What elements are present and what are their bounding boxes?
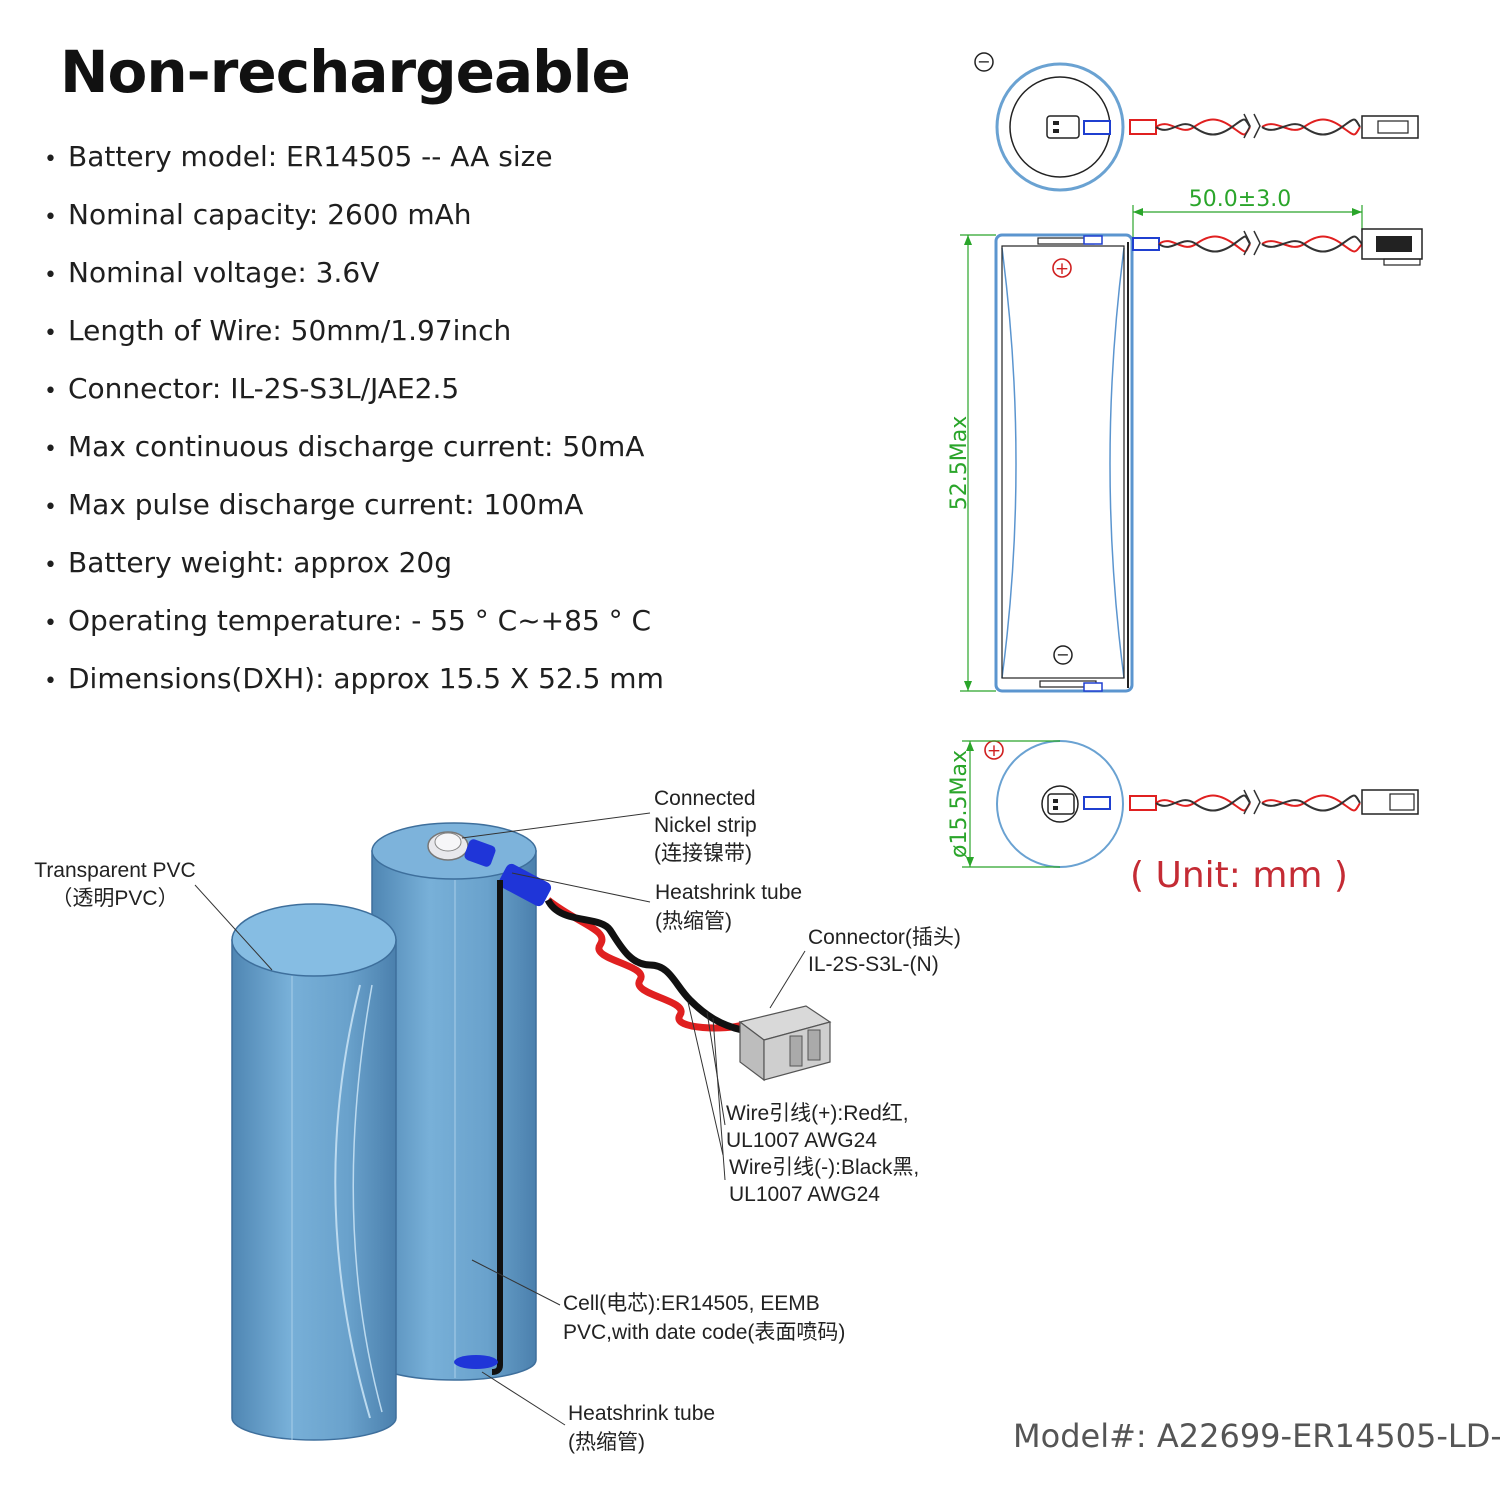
unit-label: ( Unit: mm ) [1130,855,1348,896]
spec-text: Nominal capacity: 2600 mAh [68,198,472,231]
callout-transparent-pvc-cn: （透明PVC） [51,887,178,910]
top-view-negative: − [974,52,1419,192]
spec-text: Max continuous discharge current: 50mA [68,430,645,463]
callout-nickel-strip-2: Nickel strip [654,814,757,837]
spec-item: •Length of Wire: 50mm/1.97inch [44,314,512,347]
callout-heatshrink-top-cn: (热缩管) [655,910,732,933]
callout-connector-model: IL-2S-S3L-(N) [808,953,939,976]
spec-text: Battery weight: approx 20g [68,546,453,579]
minus-symbol: − [977,52,990,71]
minus-symbol: − [1056,645,1069,664]
height-dimension: 52.5Max [947,416,972,510]
callout-wire-black-spec: UL1007 AWG24 [729,1183,880,1206]
callout-transparent-pvc: Transparent PVC [34,859,195,882]
spec-text: Length of Wire: 50mm/1.97inch [68,314,512,347]
side-view: 50.0±3.0 + − [947,187,1423,693]
connector-graphic [738,1005,832,1082]
spec-item: •Nominal capacity: 2600 mAh [44,198,472,231]
callout-cell-pvc: PVC,with date code(表面喷码) [563,1321,845,1344]
spec-item: •Dimensions(DXH): approx 15.5 X 52.5 mm [44,662,664,695]
spec-text: Nominal voltage: 3.6V [68,256,380,289]
page-title: Non-rechargeable [60,38,631,106]
plus-symbol: + [1055,259,1069,279]
wire-length-dimension: 50.0±3.0 [1189,187,1291,212]
plus-symbol: + [987,741,1001,761]
spec-item: •Nominal voltage: 3.6V [44,256,380,289]
diameter-dimension: ø15.5Max [947,750,972,858]
battery-pack-illustration: Transparent PVC （透明PVC） Connected Nickel… [34,787,961,1454]
callout-nickel-strip: Connected [654,787,756,810]
spec-item: •Connector: IL-2S-S3L/JAE2.5 [44,372,460,405]
spec-text: Max pulse discharge current: 100mA [68,488,584,521]
spec-item: •Battery weight: approx 20g [44,546,453,579]
spec-item: •Operating temperature: - 55 ° C~+85 ° C [44,604,652,637]
spec-list: •Battery model: ER14505 -- AA size •Nomi… [44,136,664,716]
spec-text: Connector: IL-2S-S3L/JAE2.5 [68,372,460,405]
callout-wire-red: Wire引线(+):Red红, [726,1102,909,1125]
spec-text: Dimensions(DXH): approx 15.5 X 52.5 mm [68,662,664,695]
callout-wire-black: Wire引线(-):Black黑, [729,1156,919,1179]
callout-connector: Connector(插头) [808,926,961,949]
spec-item: •Max pulse discharge current: 100mA [44,488,584,521]
spec-text: Battery model: ER14505 -- AA size [68,140,553,173]
callout-heatshrink-top: Heatshrink tube [655,881,802,904]
model-number: Model#: A22699-ER14505-LD- [1013,1417,1500,1455]
callout-heatshrink-bottom: Heatshrink tube [568,1402,715,1425]
callout-wire-red-spec: UL1007 AWG24 [726,1129,877,1152]
spec-item: •Max continuous discharge current: 50mA [44,430,645,463]
spec-item: •Battery model: ER14505 -- AA size [44,140,553,173]
spec-text: Operating temperature: - 55 ° C~+85 ° C [68,604,652,637]
top-view-positive: + ø15.5Max [947,740,1419,868]
callout-cell: Cell(电芯):ER14505, EEMB [563,1292,820,1315]
callout-heatshrink-bottom-cn: (热缩管) [568,1431,645,1454]
callout-nickel-strip-cn: (连接镍带) [654,842,752,865]
